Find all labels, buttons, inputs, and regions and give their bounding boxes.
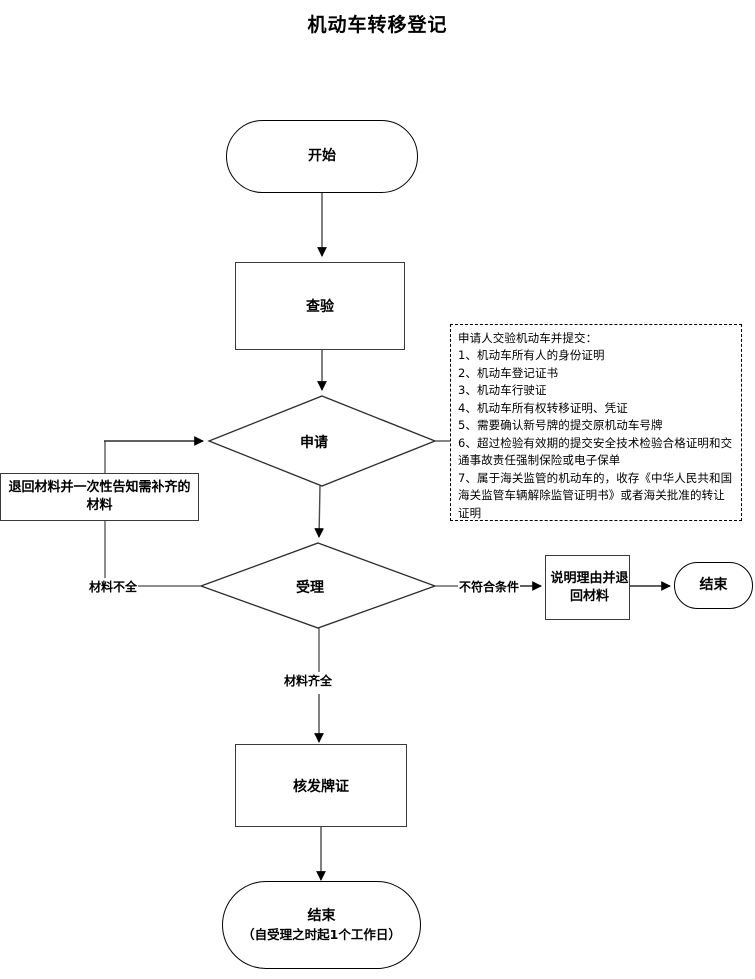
node-start-label: 开始 [308,148,336,165]
node-start: 开始 [226,120,418,193]
node-end-bottom-label: 结束 [307,907,336,924]
edge-label-incomplete: 材料不全 [88,578,139,595]
node-issue-plate: 核发牌证 [235,744,407,827]
node-end-right-label: 结束 [699,577,728,594]
decision-shape-apply [207,395,437,487]
node-end-right: 结束 [674,562,753,609]
node-issue-plate-label: 核发牌证 [293,778,349,795]
page-title: 机动车转移登记 [307,14,448,36]
node-explain-return-label: 说明理由并退回材料 [550,570,629,604]
node-inspect-label: 查验 [306,299,334,315]
edge-label-complete: 材料齐全 [283,672,334,689]
node-return-materials: 退回材料并一次性告知需补齐的材料 [0,473,199,521]
node-accept-label-wrap: 受理 [296,577,324,597]
node-end-bottom: 结束 （自受理之时起1个工作日） [222,881,421,969]
node-inspect: 查验 [235,262,405,350]
node-return-materials-label: 退回材料并一次性告知需补齐的材料 [8,480,191,513]
node-apply-label-wrap: 申请 [300,432,328,452]
edge-label-not-qualified: 不符合条件 [458,578,521,595]
node-accept-label: 受理 [296,580,324,596]
decision-shape-accept [199,542,437,629]
node-end-bottom-sublabel: （自受理之时起1个工作日） [242,927,401,943]
requirements-note: 申请人交验机动车并提交： 1、机动车所有人的身份证明 2、机动车登记证书 3、机… [450,324,742,521]
node-explain-return: 说明理由并退回材料 [545,555,630,620]
node-apply-label: 申请 [300,435,328,451]
